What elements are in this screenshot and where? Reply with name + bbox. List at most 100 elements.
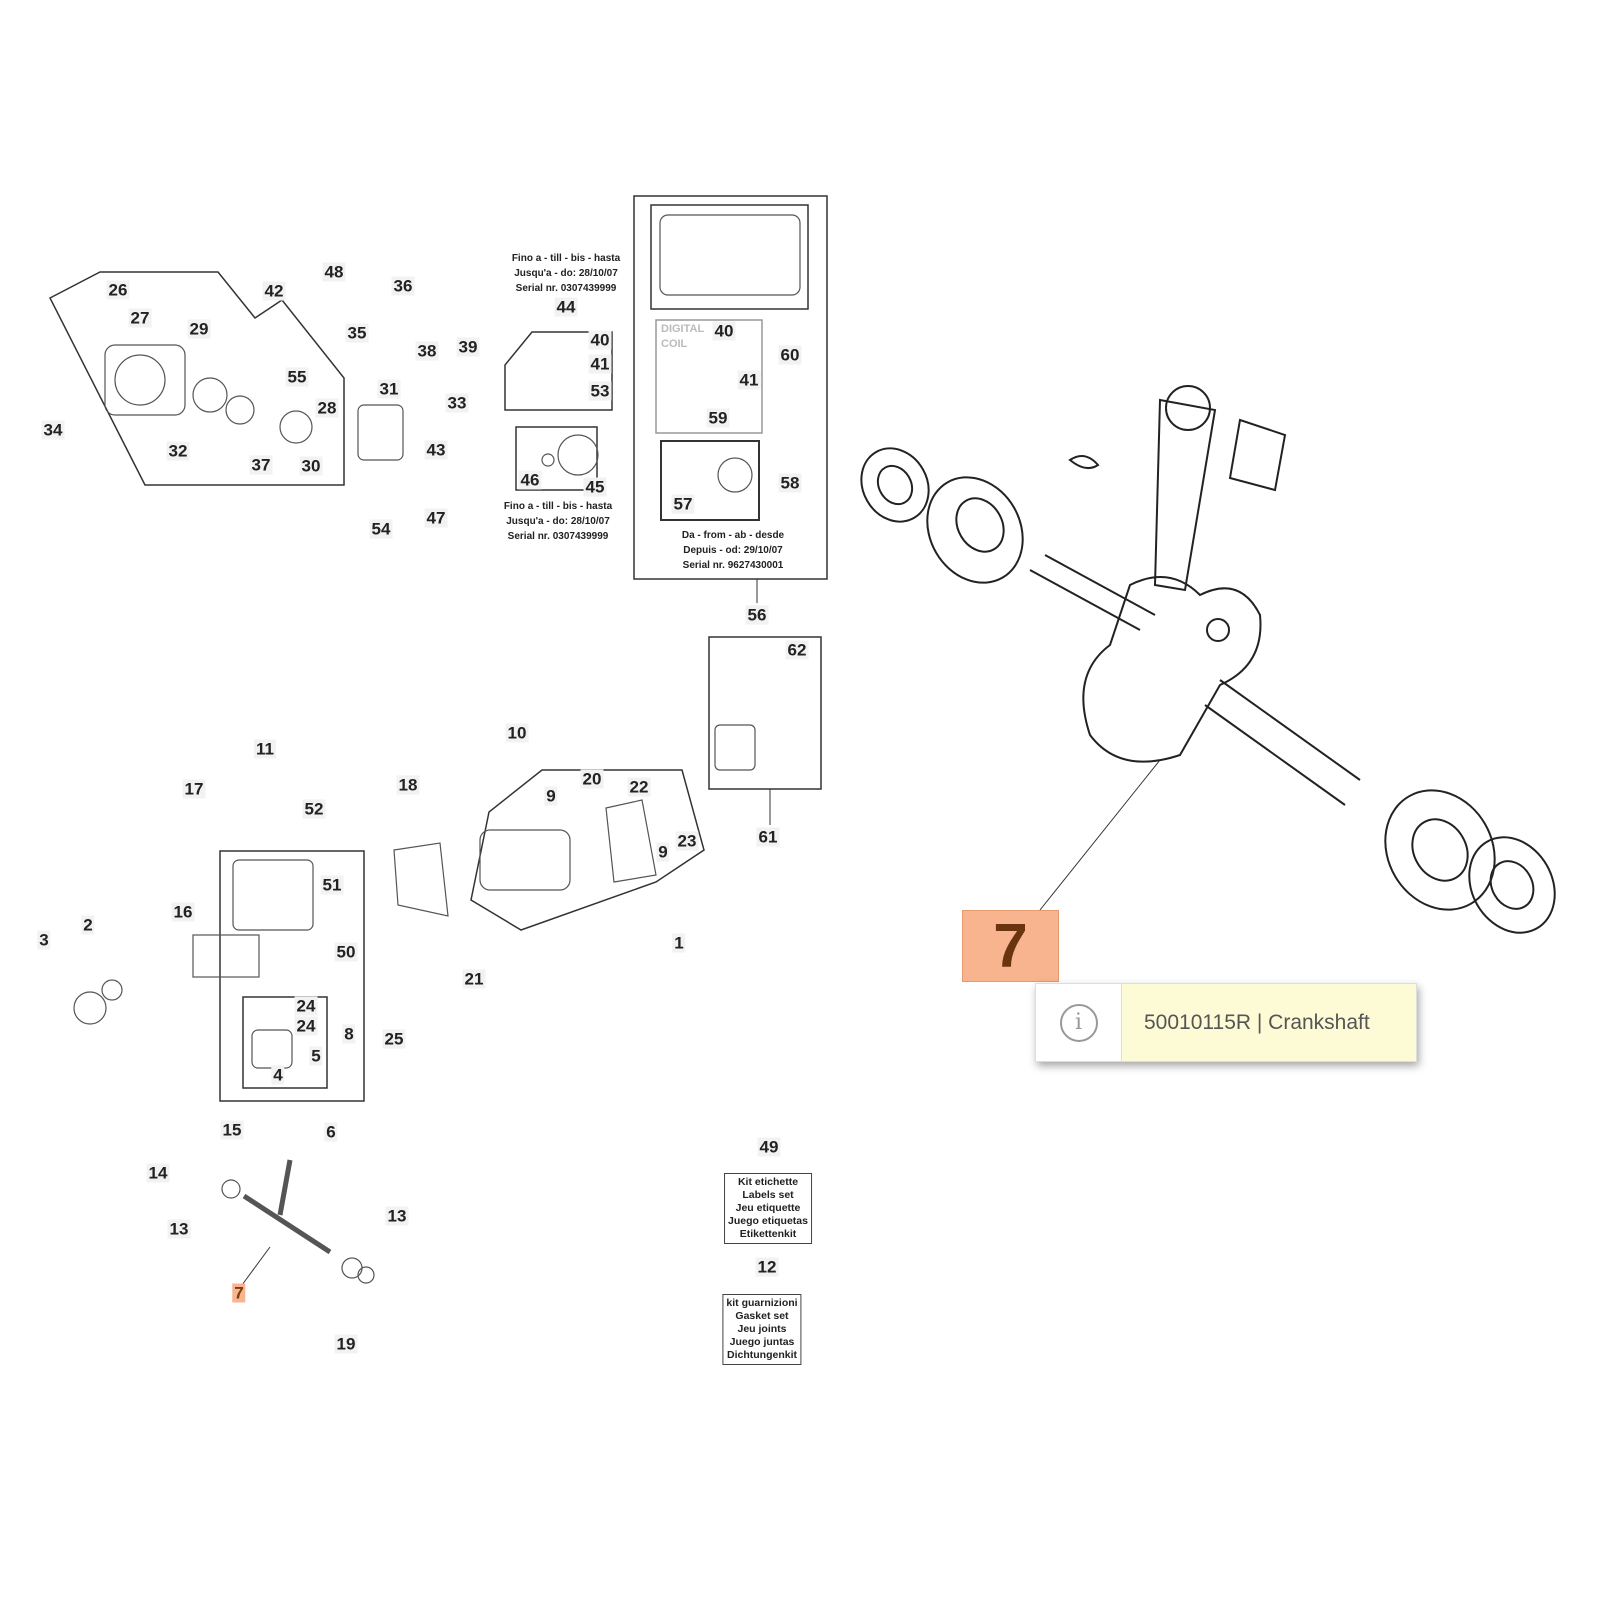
coil-line: DIGITAL	[661, 323, 705, 335]
callout-58[interactable]: 58	[778, 473, 802, 493]
callout-32[interactable]: 32	[166, 441, 190, 461]
detail-callout-7[interactable]: 7	[962, 910, 1059, 982]
callout-6[interactable]: 6	[324, 1122, 338, 1142]
note-till-top: Fino a - till - bis - hasta Jusqu'a - do…	[512, 251, 620, 296]
callout-62[interactable]: 62	[785, 640, 809, 660]
callout-49[interactable]: 49	[757, 1137, 781, 1157]
kit-line: Jeu etiquette	[735, 1202, 801, 1214]
callout-28[interactable]: 28	[315, 398, 339, 418]
callout-11[interactable]: 11	[254, 739, 276, 759]
callout-61[interactable]: 61	[756, 827, 780, 847]
callout-8[interactable]: 8	[342, 1024, 356, 1044]
note-line: Serial nr. 0307439999	[515, 283, 617, 294]
coil-line: COIL	[661, 338, 688, 350]
callout-57[interactable]: 57	[671, 494, 695, 514]
group-62-box	[708, 636, 822, 790]
kit-line: Kit etichette	[737, 1176, 799, 1188]
callout-15[interactable]: 15	[220, 1120, 244, 1140]
callout-31[interactable]: 31	[377, 379, 401, 399]
labels-kit-box: Kit etichette Labels set Jeu etiquette J…	[724, 1173, 812, 1244]
callout-40[interactable]: 40	[712, 321, 736, 341]
callout-9[interactable]: 9	[656, 842, 670, 862]
note-line: Serial nr. 0307439999	[507, 531, 609, 542]
note-line: Serial nr. 9627430001	[682, 560, 784, 571]
callout-52[interactable]: 52	[302, 799, 326, 819]
note-from: Da - from - ab - desde Depuis - od: 29/1…	[682, 528, 784, 573]
callout-4[interactable]: 4	[271, 1065, 285, 1085]
callout-10[interactable]: 10	[505, 723, 529, 743]
callout-24[interactable]: 24	[294, 1016, 318, 1036]
callout-20[interactable]: 20	[580, 769, 604, 789]
kit-line: Gasket set	[735, 1310, 789, 1322]
callout-56[interactable]: 56	[745, 605, 769, 625]
note-line: Fino a - till - bis - hasta	[511, 253, 621, 264]
callout-18[interactable]: 18	[396, 775, 420, 795]
kit-line: Juego juntas	[729, 1336, 795, 1348]
callout-33[interactable]: 33	[445, 393, 469, 413]
callout-37[interactable]: 37	[249, 455, 273, 475]
callout-35[interactable]: 35	[345, 323, 369, 343]
callout-43[interactable]: 43	[424, 440, 448, 460]
note-till-bottom: Fino a - till - bis - hasta Jusqu'a - do…	[504, 499, 612, 544]
callout-42[interactable]: 42	[262, 281, 286, 301]
callout-44[interactable]: 44	[554, 297, 578, 317]
callout-13[interactable]: 13	[385, 1206, 409, 1226]
callout-60[interactable]: 60	[778, 345, 802, 365]
callout-12[interactable]: 12	[755, 1257, 779, 1277]
callout-45[interactable]: 45	[583, 477, 607, 497]
callout-38[interactable]: 38	[415, 341, 439, 361]
callout-27[interactable]: 27	[128, 308, 152, 328]
callout-5[interactable]: 5	[309, 1046, 323, 1066]
callout-48[interactable]: 48	[322, 262, 346, 282]
callout-7[interactable]: 7	[232, 1283, 246, 1303]
callout-41[interactable]: 41	[737, 370, 761, 390]
callout-3[interactable]: 3	[37, 930, 51, 950]
note-line: Fino a - till - bis - hasta	[503, 501, 613, 512]
callout-29[interactable]: 29	[187, 319, 211, 339]
crankshaft-illustration	[860, 385, 1556, 934]
note-line: Jusqu'a - do: 28/10/07	[514, 268, 618, 279]
callout-36[interactable]: 36	[391, 276, 415, 296]
note-line: Jusqu'a - do: 28/10/07	[506, 516, 610, 527]
callout-25[interactable]: 25	[382, 1029, 406, 1049]
callout-34[interactable]: 34	[41, 420, 65, 440]
part-tooltip: i 50010115R | Crankshaft	[1035, 983, 1417, 1062]
callout-51[interactable]: 51	[320, 875, 344, 895]
callout-1[interactable]: 1	[672, 933, 686, 953]
kit-line: kit guarnizioni	[726, 1297, 798, 1309]
callout-59[interactable]: 59	[706, 408, 730, 428]
callout-40[interactable]: 40	[588, 330, 612, 350]
kit-line: Jeu joints	[737, 1323, 787, 1335]
callout-2[interactable]: 2	[81, 915, 95, 935]
callout-21[interactable]: 21	[462, 969, 486, 989]
info-icon[interactable]: i	[1059, 1003, 1098, 1042]
group-56-box	[633, 195, 828, 580]
callout-23[interactable]: 23	[675, 831, 699, 851]
callout-55[interactable]: 55	[285, 367, 309, 387]
callout-26[interactable]: 26	[106, 280, 130, 300]
callout-54[interactable]: 54	[369, 519, 393, 539]
callout-30[interactable]: 30	[299, 456, 323, 476]
callout-24[interactable]: 24	[294, 996, 318, 1016]
gasket-kit-box: kit guarnizioni Gasket set Jeu joints Ju…	[722, 1294, 802, 1365]
callout-14[interactable]: 14	[146, 1163, 170, 1183]
note-line: Depuis - od: 29/10/07	[683, 545, 783, 556]
callout-13[interactable]: 13	[167, 1219, 191, 1239]
digital-coil-label: DIGITAL COIL	[661, 322, 704, 352]
note-line: Da - from - ab - desde	[681, 530, 785, 541]
callout-22[interactable]: 22	[627, 777, 651, 797]
callout-53[interactable]: 53	[588, 381, 612, 401]
callout-46[interactable]: 46	[518, 470, 542, 490]
kit-line: Etikettenkit	[739, 1228, 797, 1240]
tooltip-text: 50010115R | Crankshaft	[1122, 984, 1416, 1061]
callout-47[interactable]: 47	[424, 508, 448, 528]
callout-50[interactable]: 50	[334, 942, 358, 962]
callout-19[interactable]: 19	[334, 1334, 358, 1354]
callout-16[interactable]: 16	[171, 902, 195, 922]
callout-9[interactable]: 9	[544, 786, 558, 806]
callout-39[interactable]: 39	[456, 337, 480, 357]
kit-line: Dichtungenkit	[726, 1349, 797, 1361]
callout-41[interactable]: 41	[588, 354, 612, 374]
callout-17[interactable]: 17	[182, 779, 206, 799]
